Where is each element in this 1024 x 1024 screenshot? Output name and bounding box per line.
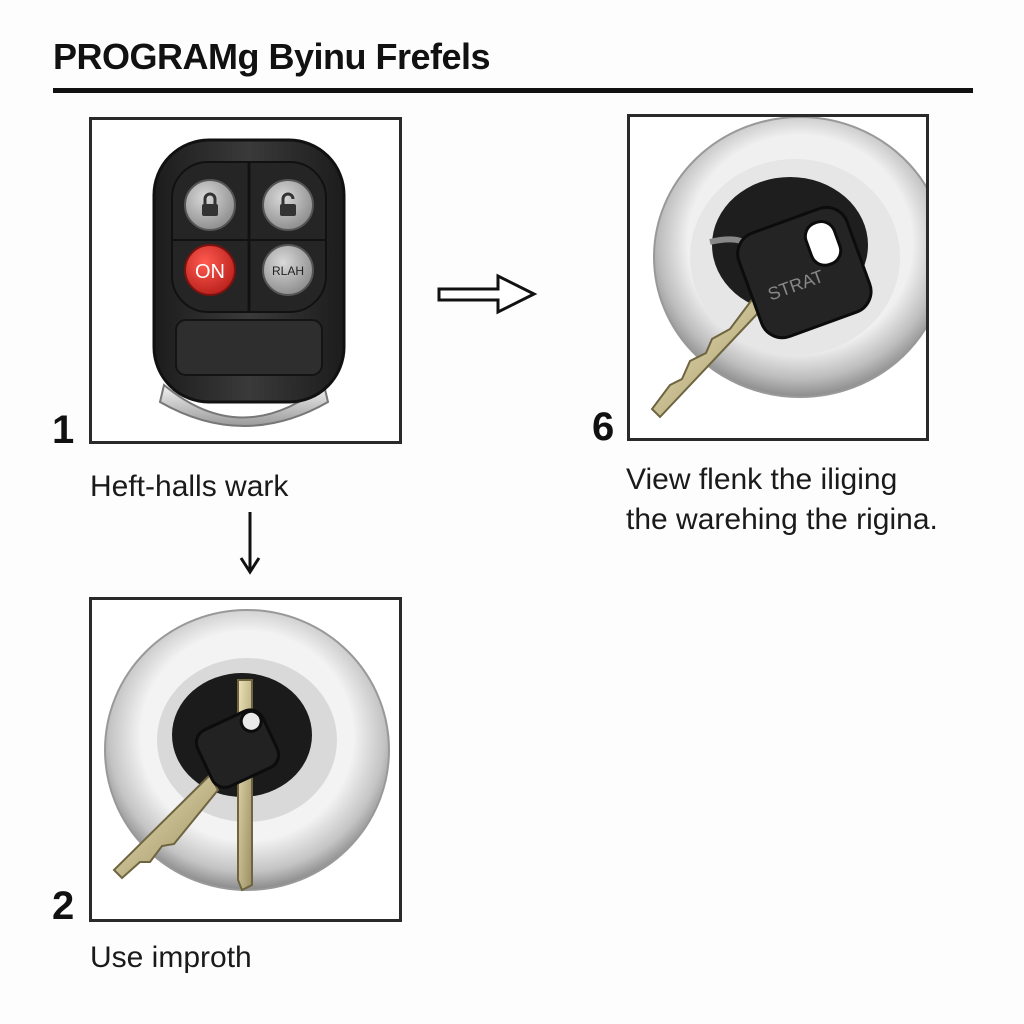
step-6-number: 6 xyxy=(592,405,615,449)
down-arrow-icon xyxy=(238,510,262,576)
lock-button xyxy=(184,179,236,231)
unlock-button xyxy=(262,179,314,231)
page-title: PROGRAMg Byinu Frefels xyxy=(53,36,491,77)
ignition-keys-illustration xyxy=(104,609,390,892)
step-2-caption: Use improth xyxy=(90,941,252,974)
on-button: ON xyxy=(184,244,236,296)
step-2-number: 2 xyxy=(52,884,75,928)
step-6-panel: STRAT xyxy=(627,114,929,441)
aux-button: RLAH xyxy=(262,244,314,296)
step-2-panel xyxy=(89,597,402,922)
on-button-label: ON xyxy=(195,261,225,283)
step-1-number: 1 xyxy=(52,408,75,452)
aux-button-label: RLAH xyxy=(272,264,304,278)
ignition-start-illustration: STRAT xyxy=(650,117,926,419)
key-fob-illustration: ON RLAH xyxy=(152,138,346,427)
step-1-panel: ON RLAH xyxy=(89,117,402,444)
title-underline xyxy=(53,88,973,93)
step-6-caption-line-2: the warehing the rigina. xyxy=(626,503,938,536)
right-arrow-icon xyxy=(436,272,538,320)
step-6-caption-line-1: View flenk the iliging xyxy=(626,463,898,496)
step-1-caption: Heft-halls wark xyxy=(90,470,289,503)
